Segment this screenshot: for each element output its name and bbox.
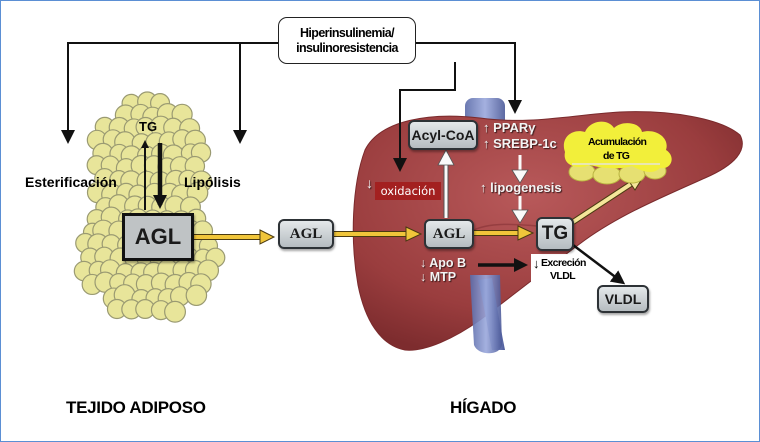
- excrecion-line1: Excreción: [541, 257, 586, 269]
- fat-cell: [164, 300, 187, 323]
- liver-white-arrows: [437, 149, 529, 224]
- liver-agl-label: AGL: [432, 225, 466, 242]
- hyperinsulinemia-line1: Hiperinsulinemia/: [300, 25, 395, 40]
- transport-agl-label: AGL: [289, 225, 323, 242]
- liver-black-arrows: [478, 244, 626, 285]
- liver-tg-label: TG: [541, 223, 569, 244]
- connector-lines: [61, 42, 522, 172]
- vldl-box: VLDL: [597, 285, 649, 313]
- tg-accumulation-cloud: [563, 121, 672, 185]
- hyperinsulinemia-box: Hiperinsulinemia/ insulinoresistencia: [278, 17, 416, 64]
- adipose-tg-label: TG: [139, 119, 158, 134]
- liver-section-title: HÍGADO: [450, 398, 517, 417]
- excrecion-down-arrow: ↓: [533, 256, 540, 271]
- lipogenesis-label: ↑ lipogenesis: [480, 180, 562, 195]
- oxidacion-box: oxidación: [375, 182, 441, 200]
- acyl-coa-label: Acyl-CoA: [411, 127, 475, 143]
- lipolisis-label: Lipólisis: [184, 174, 241, 190]
- acumulacion-line1: Acumulación: [588, 136, 647, 148]
- excrecion-bg: [531, 254, 579, 286]
- transport-agl-box: AGL: [278, 219, 334, 249]
- adipose-section-title: TEJIDO ADIPOSO: [66, 398, 206, 417]
- mtp-label: ↓ MTP: [420, 270, 457, 284]
- vldl-label: VLDL: [604, 291, 642, 307]
- acyl-coa-box: Acyl-CoA: [408, 120, 478, 150]
- oxidacion-down-arrow: ↓: [366, 175, 373, 191]
- fat-cell: [185, 284, 208, 307]
- apo-b-label: ↓ Apo B: [420, 256, 467, 270]
- liver-agl-box: AGL: [424, 219, 474, 249]
- adipose-arrows: [141, 140, 167, 210]
- oxidacion-label: oxidación: [380, 184, 436, 198]
- srebp-label: ↑ SREBP-1c: [483, 136, 557, 151]
- liver-tg-box: TG: [536, 217, 574, 251]
- adipose-agl-box: AGL: [122, 213, 194, 261]
- esterificacion-label: Esterificación: [25, 174, 117, 190]
- acumulacion-line2: de TG: [603, 150, 630, 162]
- adipose-agl-label: AGL: [134, 224, 182, 249]
- excrecion-line2: VLDL: [550, 270, 576, 282]
- hyperinsulinemia-line2: insulinoresistencia: [296, 40, 398, 55]
- ppar-label: ↑ PPARγ: [483, 120, 536, 135]
